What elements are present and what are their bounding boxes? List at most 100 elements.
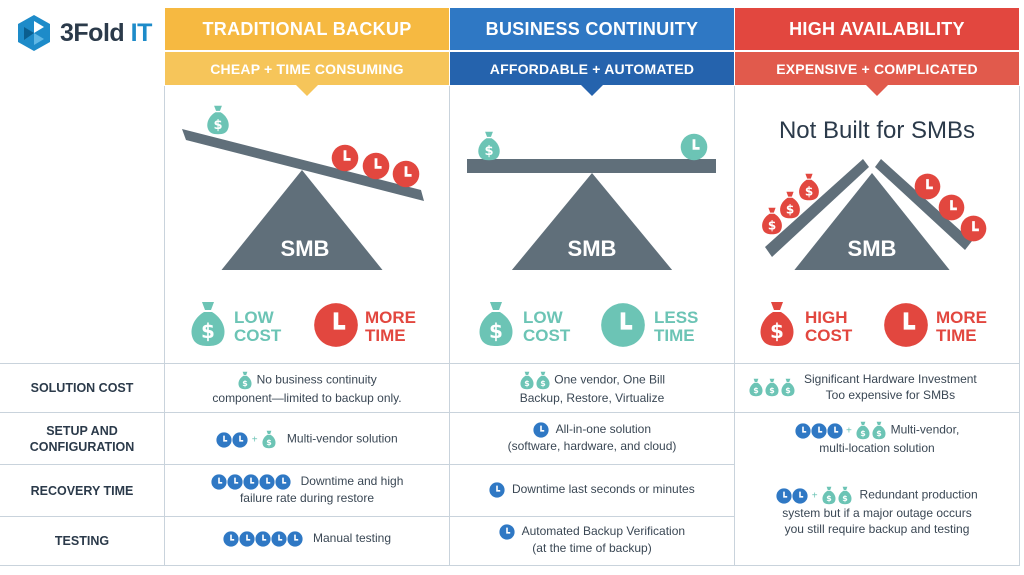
clock-icon <box>211 474 227 490</box>
col-subheader-traditional: CHEAP + TIME CONSUMING <box>165 52 449 85</box>
clock-icon <box>776 488 792 504</box>
clock-icon <box>287 531 303 547</box>
money-bag-icon <box>757 300 797 348</box>
money-bag-icon <box>535 371 551 390</box>
row-label-solution-cost: SOLUTION COST <box>30 381 134 395</box>
fulcrum-triangle <box>221 170 383 270</box>
grid-vline <box>734 86 735 566</box>
cell-recovery-availability: + Redundant production system but if a m… <box>735 486 1019 537</box>
money-bag-icon <box>837 486 853 505</box>
not-built-title: Not Built for SMBs <box>778 117 976 144</box>
clock-icon <box>227 474 243 490</box>
clock-icon <box>223 531 239 547</box>
row-label-testing: TESTING <box>54 534 110 548</box>
money-bag-icon <box>476 300 516 348</box>
seesaw-traditional <box>182 129 424 270</box>
cell-testing-traditional: Manual testing <box>165 530 449 547</box>
clock-icon <box>883 302 929 348</box>
cell-cost-traditional: No business continuity component—limited… <box>212 371 402 405</box>
clock-icon <box>914 173 941 200</box>
money-bag-icon <box>261 430 277 449</box>
col-subheader-continuity: AFFORDABLE + AUTOMATED <box>450 52 734 85</box>
clock-icon <box>271 531 287 547</box>
clock-icon <box>499 524 515 540</box>
clock-icon <box>811 423 827 439</box>
cell-recovery-traditional: Downtime and high failure rate during re… <box>165 473 449 506</box>
seesaw-continuity <box>467 159 716 270</box>
col-subheader-availability: EXPENSIVE + COMPLICATED <box>735 52 1019 85</box>
broken-plank-left <box>765 159 869 257</box>
clock-icon <box>216 432 232 448</box>
clock-icon <box>313 302 359 348</box>
seesaw-plank <box>467 159 716 173</box>
logo-mark-icon <box>18 15 50 51</box>
clock-icon <box>239 531 255 547</box>
col-header-continuity: BUSINESS CONTINUITY <box>450 8 734 50</box>
clock-icon <box>255 531 271 547</box>
clock-icon <box>960 215 987 242</box>
cell-setup-continuity: All-in-one solution (software, hardware,… <box>507 422 677 453</box>
money-bag-icon <box>764 378 780 397</box>
clock-icon <box>680 133 708 161</box>
broken-plank-right <box>875 159 972 250</box>
money-bag-icon <box>855 421 871 440</box>
clock-icon <box>275 474 291 490</box>
money-bag-icon <box>871 421 887 440</box>
grid-hline <box>0 412 1020 413</box>
clock-icon <box>533 422 549 438</box>
clock-icon <box>795 423 811 439</box>
col-header-traditional: TRADITIONAL BACKUP <box>165 8 449 50</box>
clock-icon <box>259 474 275 490</box>
clock-icon <box>362 152 390 180</box>
grid-hline <box>0 464 735 465</box>
clock-icon <box>600 302 646 348</box>
cell-setup-traditional: + Multi-vendor solution <box>165 430 449 449</box>
grid-vline <box>449 86 450 566</box>
seesaw-availability <box>765 159 972 270</box>
brand-logo: 3Fold IT <box>14 12 154 54</box>
money-bag-icon <box>188 300 228 348</box>
clock-icon <box>827 423 843 439</box>
grid-vline <box>164 86 165 566</box>
clock-icon <box>331 144 359 172</box>
money-bag-icon <box>205 104 231 136</box>
money-bag-icon <box>780 378 796 397</box>
fulcrum-triangle <box>794 173 950 270</box>
clock-icon <box>243 474 259 490</box>
money-bag-icon <box>821 486 837 505</box>
notch-availability <box>866 85 888 96</box>
cell-recovery-continuity: Downtime last seconds or minutes <box>450 481 734 498</box>
money-bag-icon <box>237 371 253 390</box>
grid-hline <box>0 516 735 517</box>
grid-hline <box>0 363 1020 364</box>
seesaw-plank <box>182 129 424 201</box>
fulcrum-label: SMB <box>847 236 897 261</box>
row-label-recovery-time: RECOVERY TIME <box>30 483 134 498</box>
money-bag-icon <box>748 378 764 397</box>
notch-traditional <box>296 85 318 96</box>
fulcrum-label: SMB <box>567 236 617 261</box>
fulcrum-triangle <box>511 173 673 270</box>
notch-continuity <box>581 85 603 96</box>
clock-icon <box>232 432 248 448</box>
fulcrum-label: SMB <box>280 236 330 261</box>
money-bag-icon <box>476 130 502 162</box>
grid-vline <box>1019 86 1020 566</box>
clock-icon <box>392 160 420 188</box>
col-header-availability: HIGH AVAILABILITY <box>735 8 1019 50</box>
brand-name: 3Fold IT <box>60 18 152 47</box>
money-bag-icon <box>797 172 821 202</box>
cell-cost-continuity: One vendor, One Bill Backup, Restore, Vi… <box>519 371 666 405</box>
clock-icon <box>792 488 808 504</box>
cell-setup-availability: + Multi-vendor, multi-location solution <box>735 421 1019 456</box>
money-bag-icon <box>519 371 535 390</box>
clock-icon <box>489 482 505 498</box>
